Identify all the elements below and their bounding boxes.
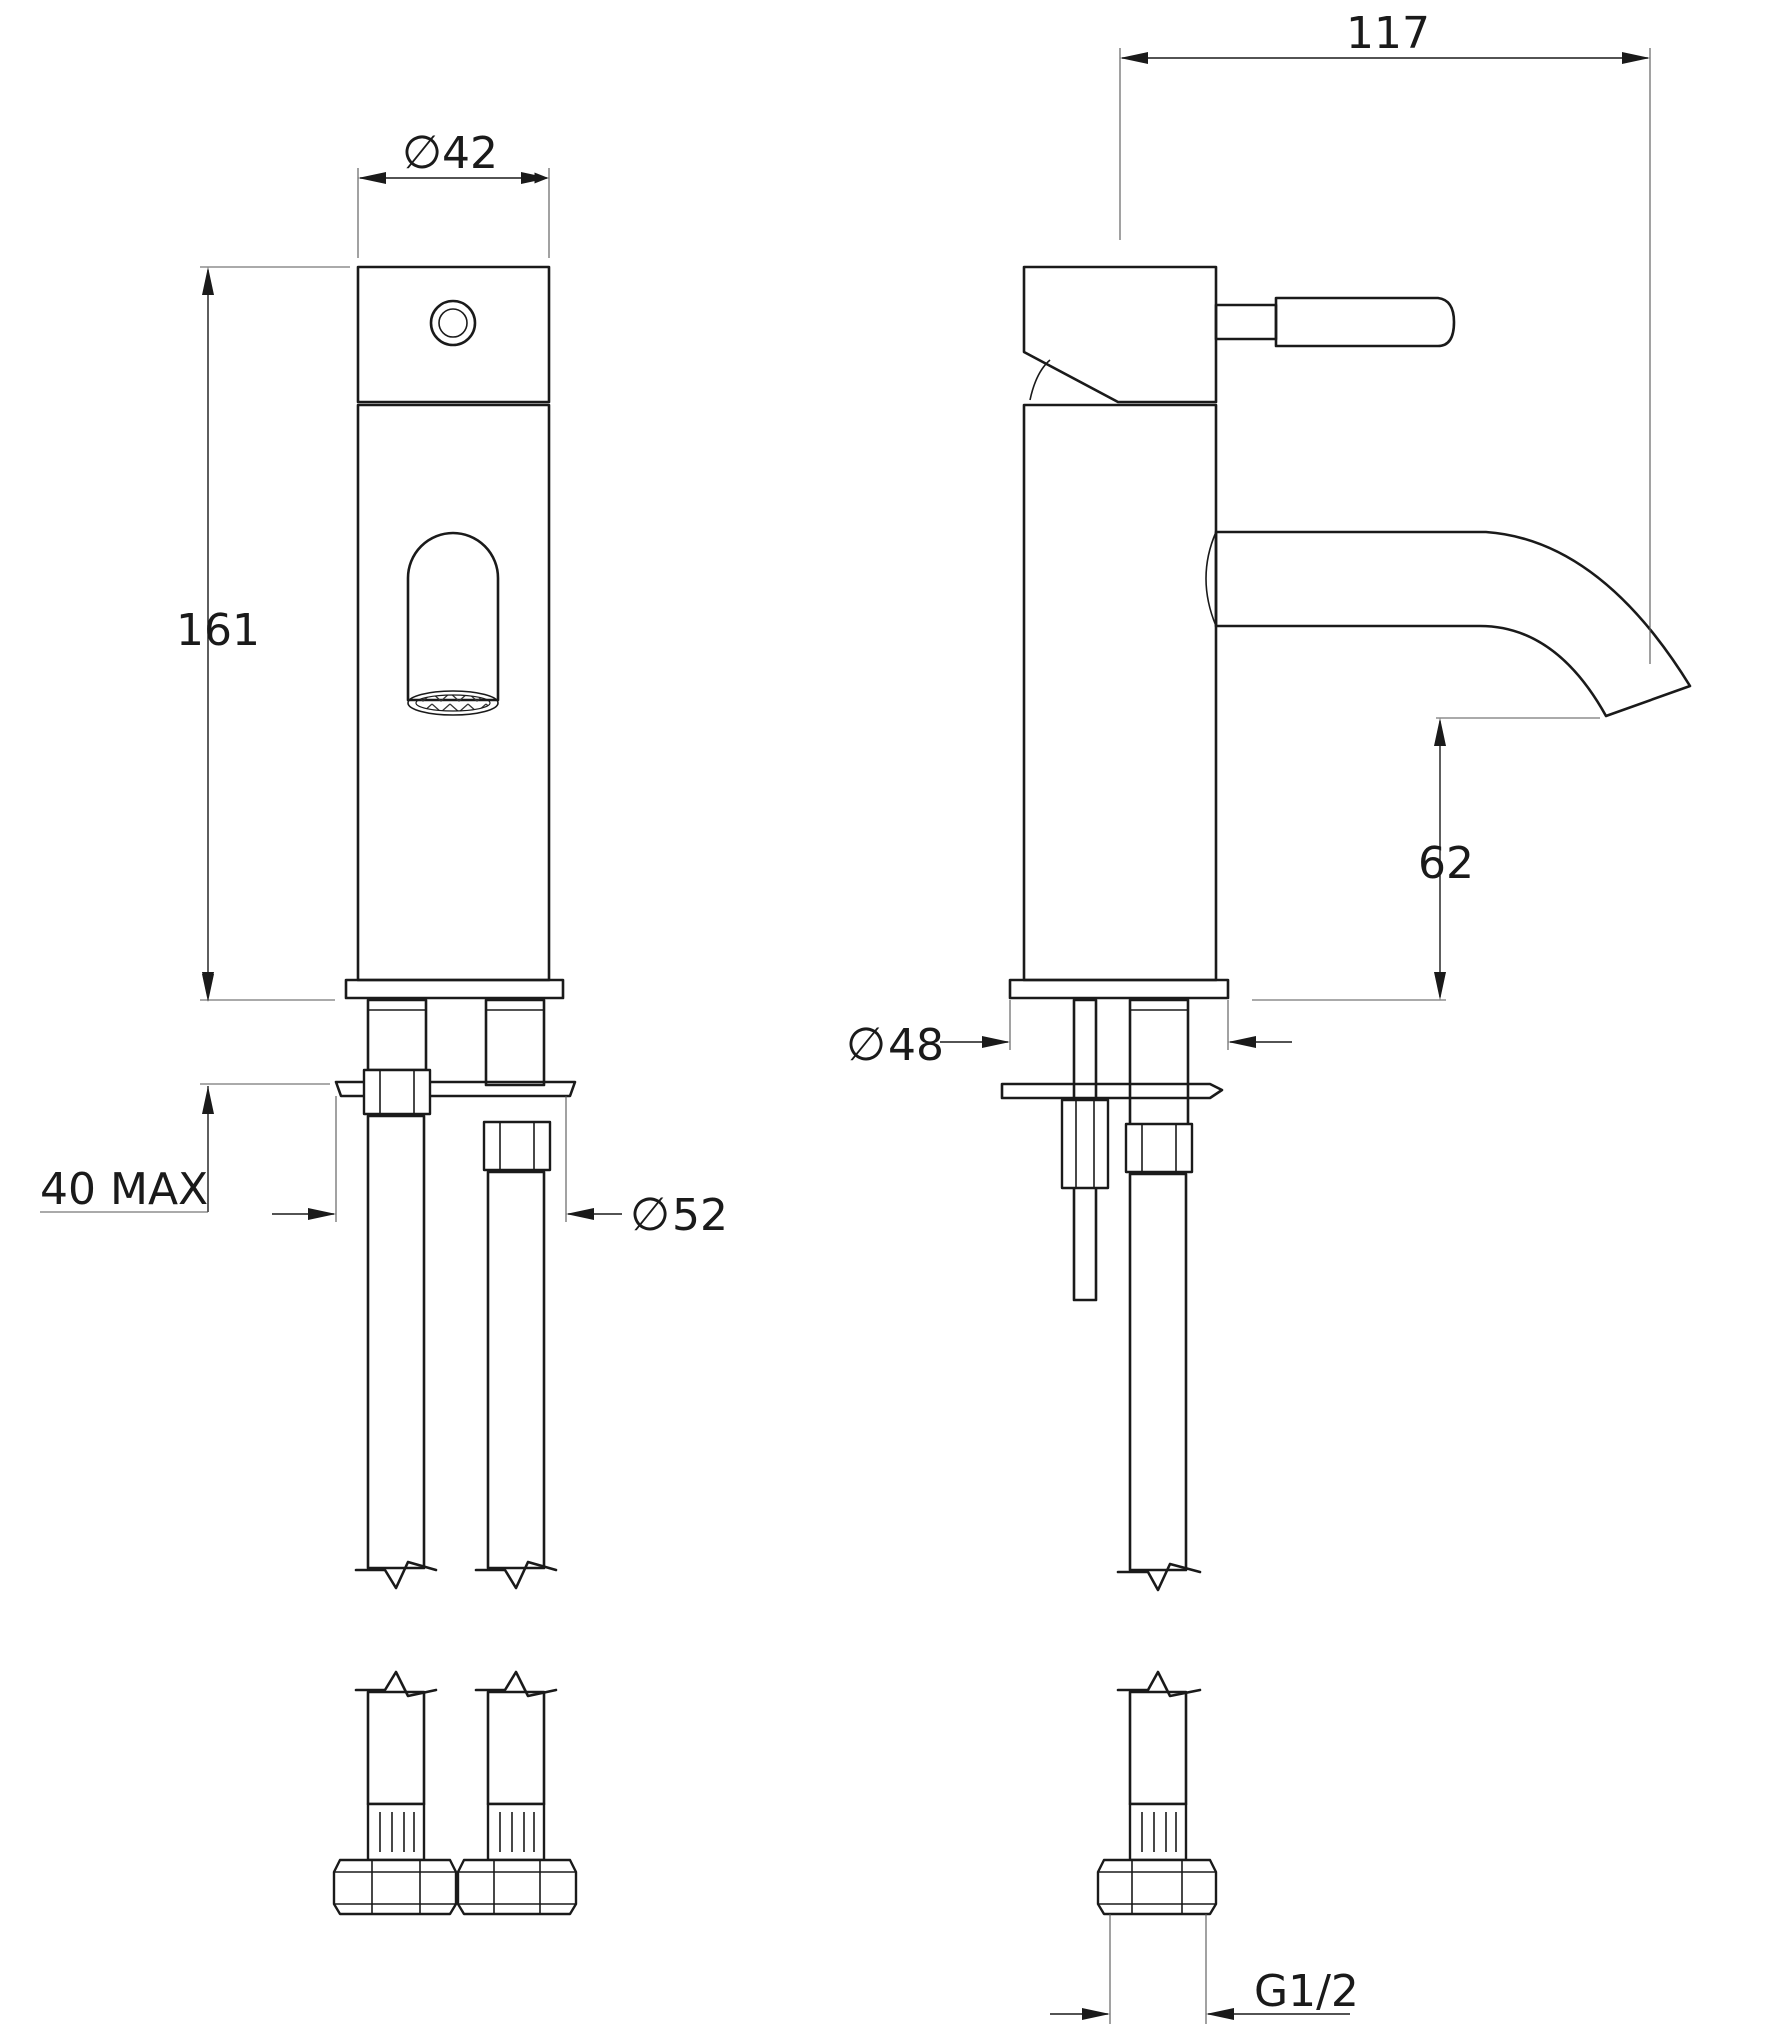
dim117-arrow-right <box>1622 52 1650 64</box>
side-handle-curve <box>1029 359 1051 401</box>
side-body <box>1022 403 1218 982</box>
dim52-diameter-symbol: ∅ <box>630 1187 670 1241</box>
dim52-arrow-right <box>566 1208 594 1220</box>
front-hose-left-lower <box>366 1690 426 1806</box>
front-handle-block <box>356 265 551 404</box>
side-hose-upper <box>1128 1172 1188 1572</box>
dim42-arrow-right <box>521 172 549 184</box>
side-break-bottom <box>1116 1670 1202 1698</box>
front-break-left-top <box>354 1560 438 1590</box>
dim42-arrow-left <box>358 172 386 184</box>
front-break-right-top <box>474 1560 558 1590</box>
front-spout-slot <box>406 531 500 702</box>
front-indicator-outer <box>429 299 477 347</box>
side-dimensions: 117 62 ∅ 48 G1/2 <box>846 8 1651 2024</box>
side-connector <box>1096 1858 1218 1916</box>
front-hose-left-upper <box>366 1114 426 1570</box>
dim62-arrow-top <box>1434 718 1446 746</box>
side-ferrule-ribs <box>1141 1812 1177 1852</box>
side-lever-stem <box>1214 303 1278 341</box>
dim48-arrow-right <box>1228 1036 1256 1048</box>
front-nut-right <box>482 1120 552 1172</box>
dimG-arrow-left <box>1082 2008 1110 2020</box>
front-aerator-mesh <box>415 694 491 712</box>
dim42-diameter-symbol: ∅ <box>402 125 442 179</box>
dimG-arrow-right <box>1206 2008 1234 2020</box>
side-spout-joint <box>1205 531 1217 627</box>
front-break-left-bottom <box>354 1670 438 1698</box>
front-hose-right-lower <box>486 1690 546 1806</box>
front-view <box>332 265 578 1916</box>
side-fixing-bracket <box>1000 1082 1224 1100</box>
side-break-top <box>1116 1562 1202 1592</box>
dim117-text: 117 <box>1346 8 1430 59</box>
dim62-text: 62 <box>1418 838 1474 889</box>
side-rod-nut <box>1060 1098 1110 1190</box>
dim48-diameter-symbol: ∅ <box>846 1017 886 1071</box>
front-indicator-inner <box>438 308 468 338</box>
dim48-arrow-left <box>982 1036 1010 1048</box>
dim117-arrow-left <box>1120 52 1148 64</box>
dimG-text: G1/2 <box>1254 1966 1359 2017</box>
side-view <box>1000 265 1692 1916</box>
front-ferrule-right-ribs <box>499 1812 535 1852</box>
front-connector-right <box>456 1858 578 1916</box>
dim52-arrow-left <box>308 1208 336 1220</box>
front-connector-right-faces <box>458 1860 576 1914</box>
side-spout <box>1214 530 1692 718</box>
dim161-arrow-top <box>202 267 214 295</box>
front-base-plate <box>344 978 565 1000</box>
dim62-arrow-bottom <box>1434 972 1446 1000</box>
side-connector-faces <box>1098 1860 1216 1914</box>
front-body <box>356 403 551 982</box>
front-nut-left <box>362 1068 432 1116</box>
dim161-text: 161 <box>176 605 260 656</box>
dim42-text: 42 <box>442 128 498 179</box>
front-connector-left <box>332 1858 458 1916</box>
front-connector-left-faces <box>334 1860 456 1914</box>
side-stem <box>1128 998 1190 1128</box>
side-hose-nut <box>1124 1122 1194 1174</box>
dim40-text: 40 MAX <box>40 1164 208 1215</box>
side-ferrule <box>1128 1802 1188 1862</box>
front-ferrule-left-ribs <box>379 1812 415 1852</box>
dim48-text: 48 <box>888 1020 944 1071</box>
front-ferrule-left <box>366 1802 426 1862</box>
dim52-text: 52 <box>672 1190 728 1241</box>
side-base-plate <box>1008 978 1230 1000</box>
side-lever-grip <box>1274 296 1456 348</box>
front-ferrule-right <box>486 1802 546 1862</box>
front-stem-right <box>484 998 546 1087</box>
front-fixing-bracket <box>334 1080 577 1098</box>
side-hose-lower <box>1128 1690 1188 1806</box>
dim40-arrow-top <box>202 974 214 1002</box>
side-handle-block <box>1022 265 1218 404</box>
front-hose-right-upper <box>486 1170 546 1570</box>
front-aerator-rim <box>407 690 499 716</box>
front-dimensions: ∅ 42 161 40 MAX ∅ 52 <box>40 125 728 1241</box>
front-break-right-bottom <box>474 1670 558 1698</box>
